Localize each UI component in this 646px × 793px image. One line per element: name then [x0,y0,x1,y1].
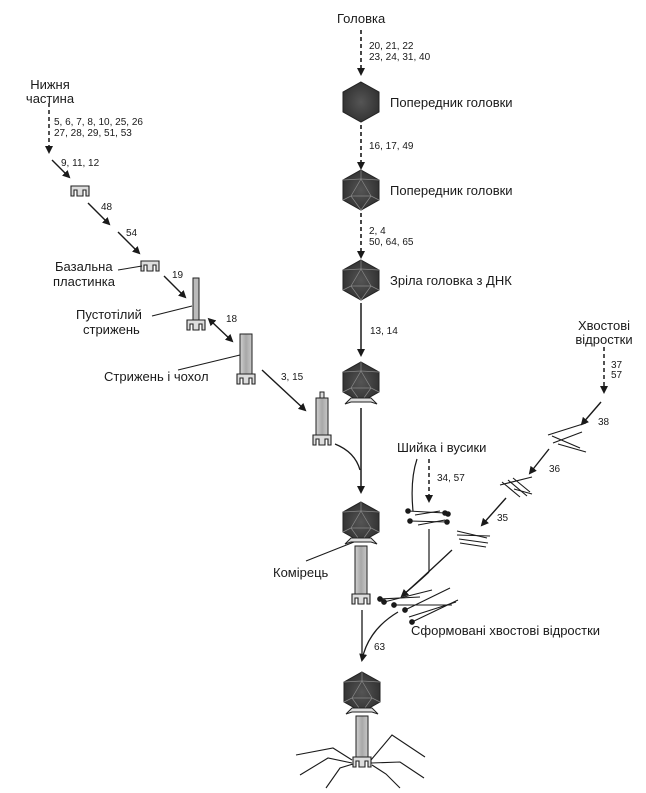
label-core-and-sheath: Стрижень і чохол [104,369,209,384]
genes-head-1a: 20, 21, 22 [369,41,414,52]
fiber-assembled-icon [456,530,491,548]
genes-lower-2: 9, 11, 12 [61,158,100,169]
label-neck-whiskers: Шийка і вусики [397,440,487,455]
completed-tail-icon [312,391,332,446]
fiber-half-1-icon [547,422,587,453]
genes-final: 63 [374,642,386,653]
arrow-lower-4 [117,231,141,255]
genes-fiber-1b: 57 [611,370,623,381]
label-head-precursor-1: Попередник головки [390,95,513,110]
genes-lower-1a: 5, 6, 7, 8, 10, 25, 26 [54,117,143,128]
label-lower-part-1: Нижня [30,77,70,92]
genes-head-4: 13, 14 [370,326,398,337]
genes-head-2: 16, 17, 49 [369,141,414,152]
genes-lower-1b: 27, 28, 29, 51, 53 [54,128,132,139]
label-collar: Комірець [273,565,329,580]
label-tail-fibers-1: Хвостові [578,318,630,333]
hollow-core-pointer [151,305,193,317]
genes-fiber-2: 38 [598,417,610,428]
collar-pointer [305,541,355,562]
arrow-lower-2 [51,159,71,179]
hollow-core-icon [186,277,206,331]
arrow-tail-join [334,443,361,471]
label-mature-head: Зріла головка з ДНК [390,273,512,288]
arrow-lower-6 [207,317,234,343]
baseplate-icon [140,260,160,272]
attached-fibers-icon [377,587,459,625]
label-baseplate-1: Базальна [55,259,113,274]
arrow-lower-3 [87,202,111,226]
arrow-lower-5 [163,275,187,299]
label-hollow-core-1: Пустотілий [76,307,142,322]
genes-lower-6: 18 [226,314,238,325]
head-precursor-1-icon [342,81,380,123]
genes-lower-3: 48 [101,202,113,213]
label-hollow-core-2: стрижень [83,322,140,337]
label-formed-tail-fibers: Сформовані хвостові відростки [411,623,601,638]
genes-neck: 34, 57 [437,473,465,484]
whiskers-icon [405,508,451,526]
baseplate-pointer [117,265,143,271]
neck-to-tail [403,571,430,595]
genes-fiber-4: 35 [497,513,509,524]
arrow-fiber-4 [480,497,507,527]
arrow-final [359,611,399,662]
label-tail-fibers-2: відростки [575,332,633,347]
mature-head-icon [342,259,380,301]
genes-lower-7: 3, 15 [281,372,304,383]
label-head-precursor-2: Попередник головки [390,183,513,198]
genes-head-1b: 23, 24, 31, 40 [369,52,431,63]
baseplate-fragment-icon [70,185,90,197]
complete-phage-icon [295,671,426,789]
label-head: Головка [337,11,386,26]
genes-lower-5: 19 [172,270,184,281]
arrow-fiber-3 [528,448,550,475]
fiber-half-2-icon [499,476,533,498]
genes-head-3b: 50, 64, 65 [369,237,414,248]
neck-curve [411,458,418,512]
genes-head-3a: 2, 4 [369,226,386,237]
arrow-fiber-2 [580,401,602,426]
genes-fiber-1a: 37 [611,360,623,371]
head-precursor-2-icon [342,169,380,211]
genes-fiber-3: 36 [549,464,561,475]
head-with-collar-icon [342,361,380,405]
head-tail-assembly-icon [342,501,380,605]
core-sheath-pointer [177,354,241,371]
genes-lower-4: 54 [126,228,138,239]
core-and-sheath-icon [236,333,256,385]
label-baseplate-2: пластинка [53,274,115,289]
arrow-lower-7 [261,369,307,412]
label-lower-part-2: частина [25,91,75,106]
